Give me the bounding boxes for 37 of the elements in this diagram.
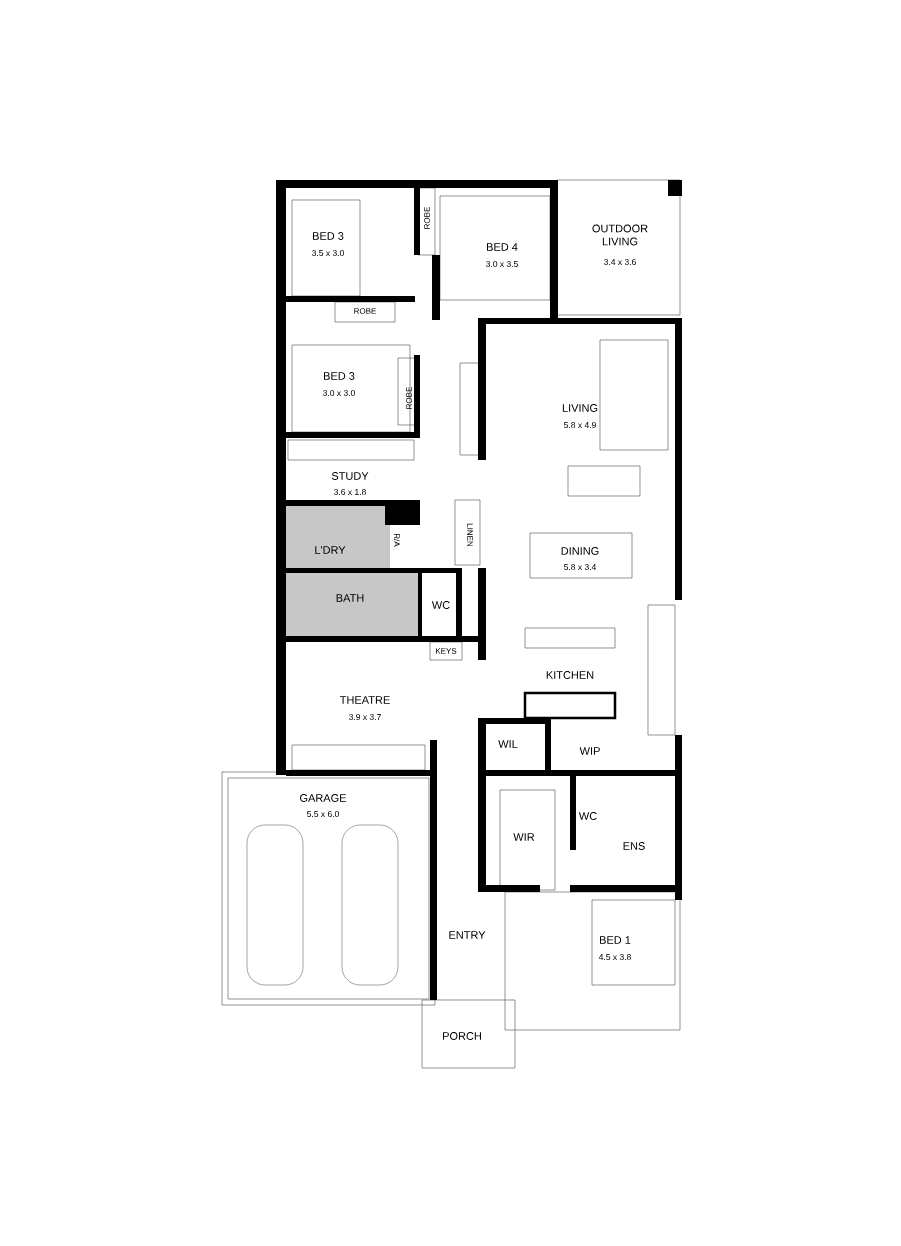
room-label: OUTDOOR LIVING <box>592 224 648 246</box>
dimension-label: 3.0 x 3.5 <box>486 261 518 267</box>
room-label: WC <box>431 601 450 609</box>
room-label: ENTRY <box>449 931 486 939</box>
room-label: BED 3 <box>313 232 344 240</box>
room-label: LINEN <box>467 523 473 547</box>
dimension-label: 5.8 x 4.9 <box>564 422 596 428</box>
room-label: STUDY <box>331 472 369 480</box>
room-label: WC <box>578 812 597 820</box>
room-label: ROBE <box>354 308 376 314</box>
dimension-label: 4.5 x 3.8 <box>598 954 631 960</box>
room-label: ROBE <box>424 207 430 229</box>
dimension-label: 3.6 x 1.8 <box>334 489 366 495</box>
room-label: WIR <box>513 833 535 841</box>
dimension-label: 5.5 x 6.0 <box>307 811 339 817</box>
room-label: L'DRY <box>315 546 346 554</box>
room-label: BED 4 <box>487 243 518 251</box>
room-label: KEYS <box>436 648 457 654</box>
dimension-label: 3.5 x 3.0 <box>312 250 344 256</box>
dimension-label: 3.4 x 3.6 <box>604 259 636 265</box>
dimension-label: 3.0 x 3.0 <box>323 390 355 396</box>
room-label: ENS <box>623 842 645 850</box>
room-label: BATH <box>336 594 364 602</box>
room-label: ROBE <box>406 387 412 409</box>
room-label: LIVING <box>562 404 598 412</box>
room-label: R/A <box>394 534 400 547</box>
room-label: THEATRE <box>340 696 390 704</box>
room-label: GARAGE <box>300 794 347 802</box>
room-label: WIP <box>579 747 600 755</box>
room-label: BED 3 <box>324 372 355 380</box>
dimension-label: 3.9 x 3.7 <box>349 714 381 720</box>
room-label: BED 1 <box>600 936 631 944</box>
room-label: KITCHEN <box>546 671 594 679</box>
dimension-label: 5.8 x 3.4 <box>564 564 597 570</box>
room-label: PORCH <box>443 1032 481 1040</box>
room-label: WIL <box>498 740 518 748</box>
room-label: DINING <box>561 547 599 555</box>
